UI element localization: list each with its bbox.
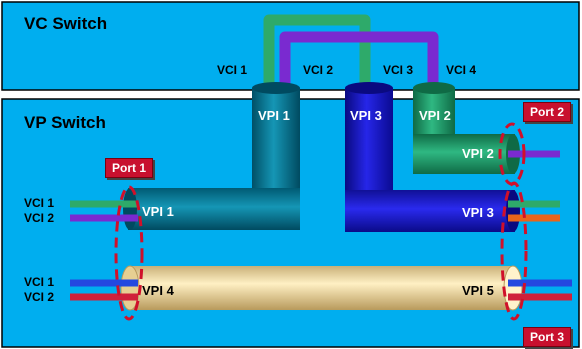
vpi2-right-label: VPI 2 (462, 146, 494, 161)
vpi1-left-label: VPI 1 (142, 204, 174, 219)
port1-vci2-label: VCI 2 (24, 211, 55, 225)
blue-pipe-top-opening (345, 82, 393, 94)
vp-switch-title: VP Switch (24, 113, 106, 132)
vpi3-top-label: VPI 3 (350, 108, 382, 123)
vpi3-right-label: VPI 3 (462, 205, 494, 220)
blue-pipe-horizontal (345, 190, 515, 232)
vc-label-vci3: VCI 3 (383, 63, 414, 77)
tan-pipe (130, 266, 513, 310)
vpi1-top-label: VPI 1 (258, 108, 290, 123)
vc-wire-purple (279, 31, 439, 92)
vpi4-label: VPI 4 (142, 283, 174, 298)
teal-pipe-horizontal (128, 188, 300, 230)
port1-lower-vci2-label: VCI 2 (24, 290, 55, 304)
green-pipe-top-opening (413, 82, 455, 94)
teal-pipe-top-opening (252, 82, 300, 94)
port3-boundary (500, 181, 528, 321)
vc-wire-green (263, 14, 371, 92)
port1-lower-vci1-label: VCI 1 (24, 275, 55, 289)
port1-tag: Port 1 (105, 158, 154, 178)
port1-boundary (114, 185, 144, 321)
port1-vci1-label: VCI 1 (24, 196, 55, 210)
vc-label-vci1: VCI 1 (217, 63, 248, 77)
vc-label-vci2: VCI 2 (303, 63, 334, 77)
port3-tag: Port 3 (523, 327, 572, 347)
vc-label-vci4: VCI 4 (446, 63, 477, 77)
port2-tag: Port 2 (523, 102, 572, 122)
vpi5-label: VPI 5 (462, 283, 494, 298)
vc-switch-title: VC Switch (24, 14, 108, 33)
vpi2-top-label: VPI 2 (419, 108, 451, 123)
green-pipe-horizontal (413, 134, 515, 174)
